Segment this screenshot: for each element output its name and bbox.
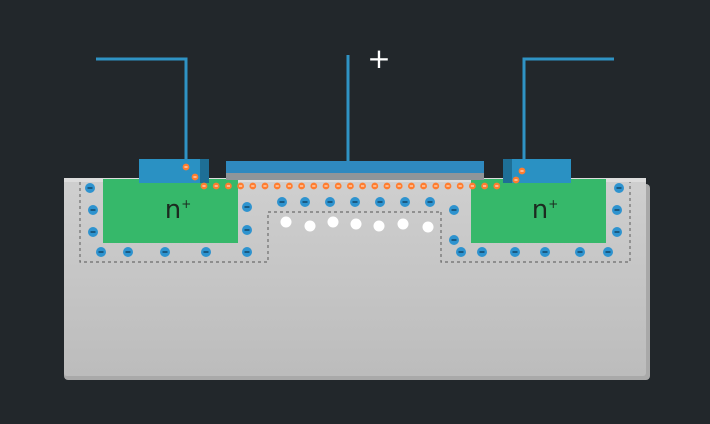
negative-ion-icon [201, 247, 211, 257]
negative-ion-icon [88, 227, 98, 237]
negative-ion-icon [614, 183, 624, 193]
hole-icon [280, 216, 292, 228]
electron-icon [444, 182, 452, 190]
drain-region-label: n+ [532, 195, 559, 225]
negative-ion-icon [123, 247, 133, 257]
electron-icon [432, 182, 440, 190]
negative-ion-icon [425, 197, 435, 207]
negative-ion-icon [96, 247, 106, 257]
negative-ion-icon [160, 247, 170, 257]
electron-icon [371, 182, 379, 190]
negative-ion-icon [88, 205, 98, 215]
electron-icon [395, 182, 403, 190]
electron-icon [298, 182, 305, 190]
negative-ion-icon [449, 205, 459, 215]
electron-icon [512, 176, 520, 184]
source-region-label: n+ [165, 195, 192, 225]
drain-contact-side [503, 159, 512, 183]
electron-icon [261, 182, 269, 190]
electron-icon [493, 182, 501, 190]
electron-icon [481, 182, 488, 190]
negative-ion-icon [603, 247, 613, 257]
electron-icon [286, 182, 293, 190]
negative-ion-icon [375, 197, 385, 207]
hole-icon [422, 221, 434, 233]
electron-icon [383, 182, 391, 190]
source-wire [96, 57, 188, 159]
source-contact-side [200, 159, 209, 183]
hole-icon [397, 218, 409, 230]
electron-icon [200, 182, 208, 190]
holes [280, 216, 434, 233]
negative-ion-icon [612, 227, 622, 237]
drain-wire [522, 57, 614, 159]
negative-ion-icon [510, 247, 520, 257]
electron-icon [456, 182, 464, 190]
electron-icon [420, 182, 427, 190]
gate-plate [226, 161, 484, 173]
source-n-region [103, 179, 238, 243]
electron-icon [518, 167, 526, 175]
negative-ion-icon [242, 202, 252, 212]
electron-icon [237, 182, 245, 190]
electron-icon [408, 182, 415, 190]
negative-ion-icon [300, 197, 310, 207]
electron-icon [322, 182, 330, 190]
negative-ion-icon [242, 225, 252, 235]
negative-ion-icon [242, 247, 252, 257]
negative-ion-icon [477, 247, 487, 257]
gate-voltage-label: + [367, 42, 390, 75]
electron-icon [249, 182, 257, 190]
negative-ion-icon [325, 197, 335, 207]
hole-icon [350, 218, 362, 230]
electron-icon [359, 182, 366, 190]
electron-icon [225, 182, 232, 190]
depletion-boundary-drain [440, 182, 631, 263]
electron-icon [469, 182, 476, 190]
electron-icon [334, 182, 342, 190]
negative-ion-icon [85, 183, 95, 193]
hole-icon [373, 220, 385, 232]
electron-icon [347, 182, 354, 190]
electron-icon [310, 182, 318, 190]
electron-icon [182, 163, 190, 171]
negative-ion-icon [612, 205, 622, 215]
electron-icon [212, 182, 220, 190]
electron-icon [191, 173, 199, 181]
negative-ion-icon [456, 247, 466, 257]
negative-ion-icon [277, 197, 287, 207]
gate-oxide [226, 172, 484, 180]
negative-ion-icon [400, 197, 410, 207]
negative-ion-icon [449, 235, 459, 245]
hole-icon [327, 216, 339, 228]
negative-ions [85, 183, 624, 257]
electron-icon [273, 182, 281, 190]
inversion-channel-electrons [182, 163, 526, 190]
negative-ion-icon [575, 247, 585, 257]
negative-ion-icon [350, 197, 360, 207]
negative-ion-icon [540, 247, 550, 257]
hole-icon [304, 220, 316, 232]
drain-n-region [471, 179, 606, 243]
